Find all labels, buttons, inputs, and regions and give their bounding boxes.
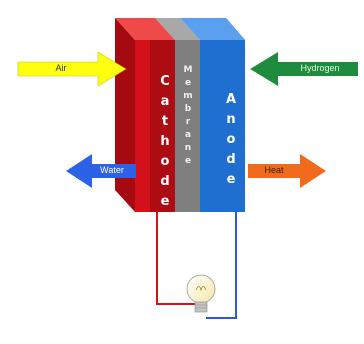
- water-label: Water: [100, 165, 124, 175]
- air-label: Air: [55, 63, 67, 73]
- heat-arrow: [248, 154, 326, 188]
- wire-red: [156, 212, 196, 305]
- air-arrow: [17, 51, 127, 87]
- heat-label: Heat: [264, 165, 284, 175]
- water-arrow: [66, 154, 136, 188]
- light-bulb-icon: [186, 274, 216, 313]
- anode-layer: [180, 18, 245, 212]
- membrane-layer: [155, 18, 200, 212]
- hydrogen-label: Hydrogen: [300, 63, 340, 73]
- wire-blue: [206, 212, 237, 319]
- hydrogen-arrow: [250, 52, 358, 86]
